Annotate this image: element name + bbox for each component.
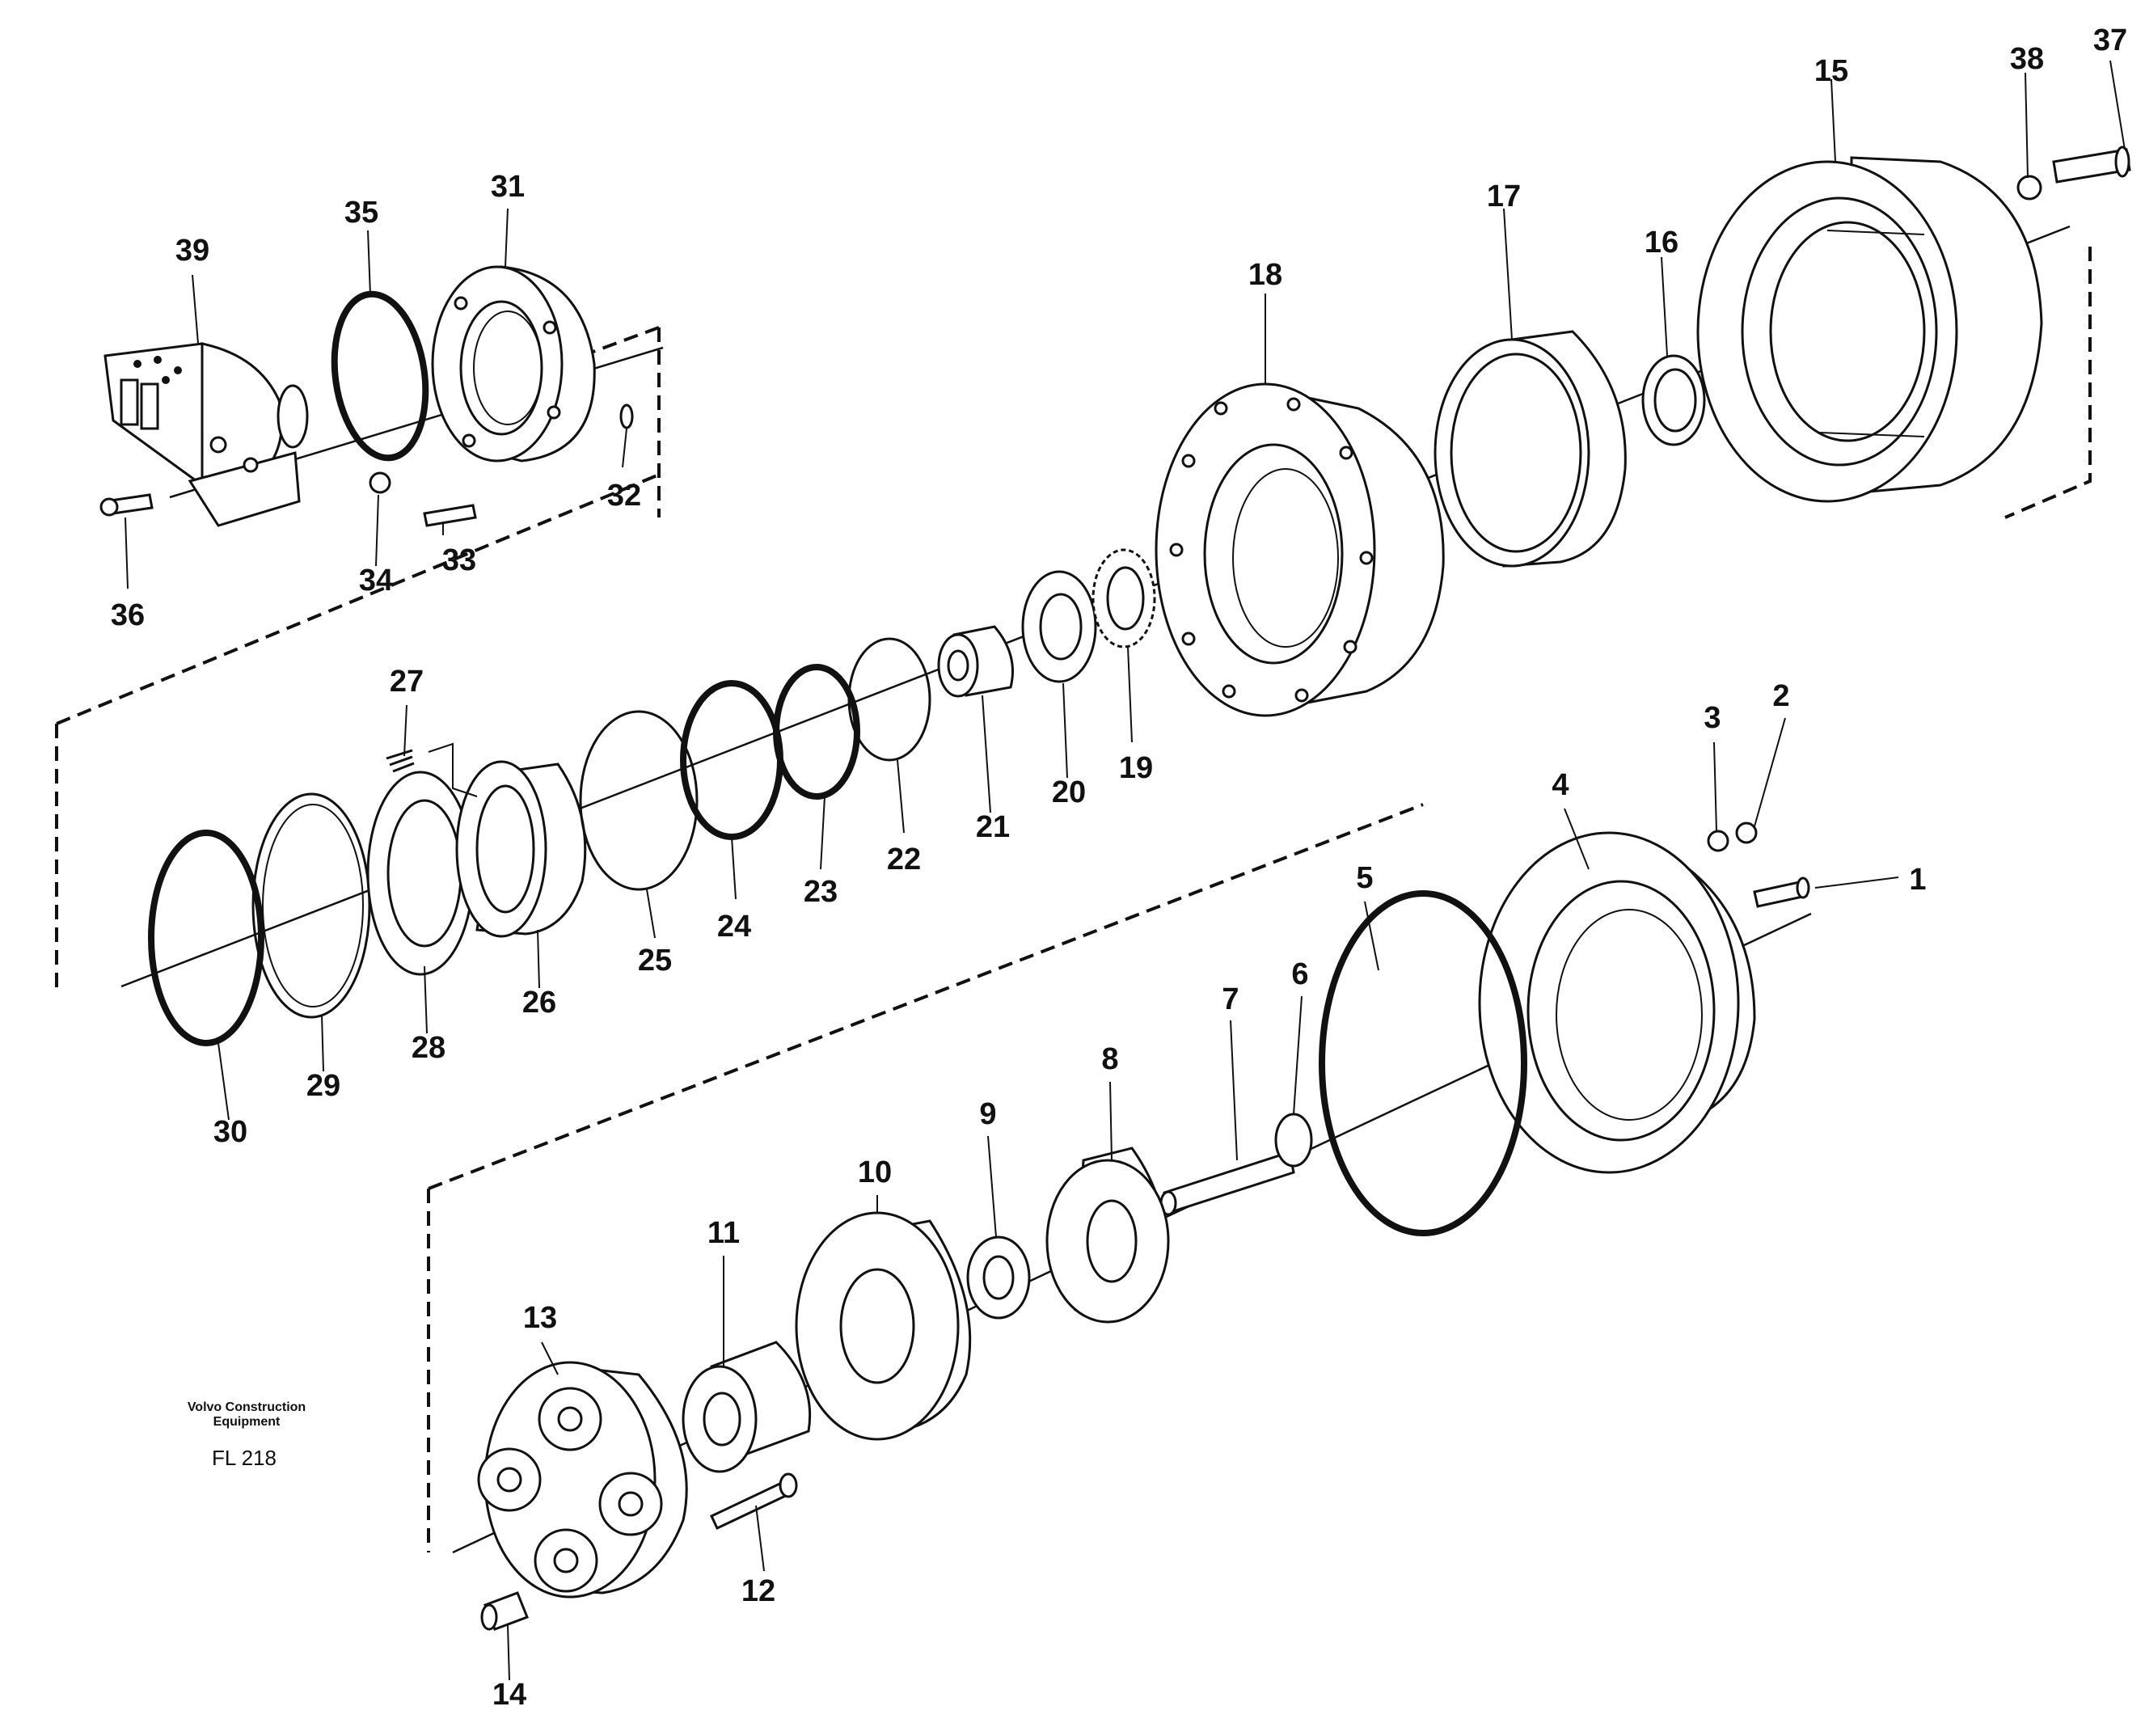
callout-18: 18 bbox=[1248, 258, 1282, 292]
callout-28: 28 bbox=[412, 1031, 445, 1065]
callout-16: 16 bbox=[1645, 226, 1678, 260]
small-fasteners-upper bbox=[99, 403, 634, 527]
bearing-part-26 bbox=[455, 760, 587, 938]
ring-part-16 bbox=[1641, 354, 1706, 446]
callout-11: 11 bbox=[707, 1216, 740, 1250]
gear-part-21 bbox=[937, 625, 1014, 698]
snap-ring-part-29 bbox=[251, 792, 371, 1019]
callout-21: 21 bbox=[976, 810, 1010, 844]
figure-code: FL 218 bbox=[212, 1446, 277, 1470]
callout-20: 20 bbox=[1052, 775, 1086, 809]
gear-part-9 bbox=[966, 1235, 1031, 1320]
callout-4: 4 bbox=[1552, 768, 1569, 802]
callout-6: 6 bbox=[1291, 957, 1308, 991]
hub-part-18 bbox=[1155, 382, 1445, 717]
callout-7: 7 bbox=[1222, 982, 1239, 1016]
washer-part-38 bbox=[2016, 175, 2042, 201]
ring-part-25 bbox=[579, 710, 699, 891]
callout-34: 34 bbox=[359, 564, 393, 598]
carrier-part-10 bbox=[795, 1211, 972, 1441]
plug-part-2 bbox=[1735, 822, 1758, 844]
callout-38: 38 bbox=[2010, 42, 2044, 76]
bolt-part-37 bbox=[2052, 146, 2131, 184]
callout-10: 10 bbox=[858, 1155, 892, 1189]
sprocket-part-19 bbox=[1092, 548, 1156, 648]
pin-part-33 bbox=[423, 504, 477, 527]
callout-27: 27 bbox=[390, 665, 424, 699]
housing-part-15 bbox=[1696, 156, 2043, 503]
sun-gear-part-11 bbox=[682, 1341, 812, 1473]
lower-frame bbox=[427, 803, 1424, 1552]
ring-part-24 bbox=[680, 680, 783, 840]
ring-part-30 bbox=[148, 830, 264, 1046]
spring-part-27 bbox=[386, 742, 478, 797]
callout-39: 39 bbox=[175, 234, 209, 268]
planet-carrier-part-13 bbox=[477, 1361, 688, 1599]
callout-19: 19 bbox=[1119, 751, 1153, 785]
hydraulic-motor-part-39 bbox=[103, 342, 309, 527]
callout-5: 5 bbox=[1356, 861, 1373, 895]
callout-31: 31 bbox=[491, 170, 525, 204]
pin-part-14 bbox=[480, 1591, 529, 1631]
oring-part-5 bbox=[1319, 890, 1527, 1236]
callout-14: 14 bbox=[492, 1678, 526, 1712]
callout-2: 2 bbox=[1772, 679, 1789, 713]
callout-30: 30 bbox=[213, 1115, 247, 1149]
callout-32: 32 bbox=[607, 479, 641, 513]
callout-1: 1 bbox=[1909, 863, 1926, 897]
gear-part-6 bbox=[1274, 1113, 1313, 1168]
callout-23: 23 bbox=[804, 875, 838, 909]
ring-part-35 bbox=[331, 290, 429, 462]
callout-26: 26 bbox=[522, 986, 556, 1020]
carrier-part-8 bbox=[1045, 1147, 1170, 1324]
caption-line-2: Equipment bbox=[213, 1415, 281, 1429]
leader-lines bbox=[125, 60, 2126, 1681]
mid-frame bbox=[2004, 247, 2092, 519]
callout-8: 8 bbox=[1101, 1042, 1118, 1076]
screw-part-1 bbox=[1753, 876, 1810, 908]
callout-35: 35 bbox=[344, 196, 378, 230]
callout-36: 36 bbox=[111, 598, 145, 632]
callout-3: 3 bbox=[1704, 701, 1721, 735]
washer-part-3 bbox=[1707, 830, 1729, 852]
ring-part-23 bbox=[773, 664, 860, 800]
ring-gear-part-4 bbox=[1478, 831, 1756, 1174]
upper-frame bbox=[55, 326, 664, 995]
callout-13: 13 bbox=[523, 1301, 557, 1335]
callout-25: 25 bbox=[638, 944, 672, 978]
seal-part-17 bbox=[1434, 330, 1627, 568]
nut-part-34 bbox=[369, 471, 391, 494]
oring-part-32 bbox=[619, 403, 634, 429]
assembly-frames bbox=[55, 247, 2092, 1552]
callout-17: 17 bbox=[1487, 180, 1521, 213]
caption-line-1: Volvo Construction bbox=[188, 1400, 306, 1414]
ring-part-22 bbox=[847, 637, 931, 762]
callout-15: 15 bbox=[1814, 54, 1848, 88]
callout-22: 22 bbox=[887, 843, 921, 876]
shaft-part-7 bbox=[1159, 1151, 1295, 1216]
bolt-part-12 bbox=[710, 1472, 798, 1531]
flange-part-31 bbox=[431, 265, 596, 463]
callout-29: 29 bbox=[306, 1069, 340, 1103]
callout-24: 24 bbox=[717, 910, 751, 944]
callout-33: 33 bbox=[442, 543, 476, 577]
washer-part-20 bbox=[1021, 570, 1097, 683]
callout-labels: 1 2 3 4 5 6 7 8 9 10 11 12 13 14 15 16 1… bbox=[111, 23, 2127, 1712]
callout-37: 37 bbox=[2093, 23, 2127, 57]
callout-9: 9 bbox=[979, 1097, 996, 1131]
publisher-caption: Volvo Construction Equipment FL 218 bbox=[188, 1400, 306, 1470]
callout-12: 12 bbox=[741, 1574, 775, 1608]
